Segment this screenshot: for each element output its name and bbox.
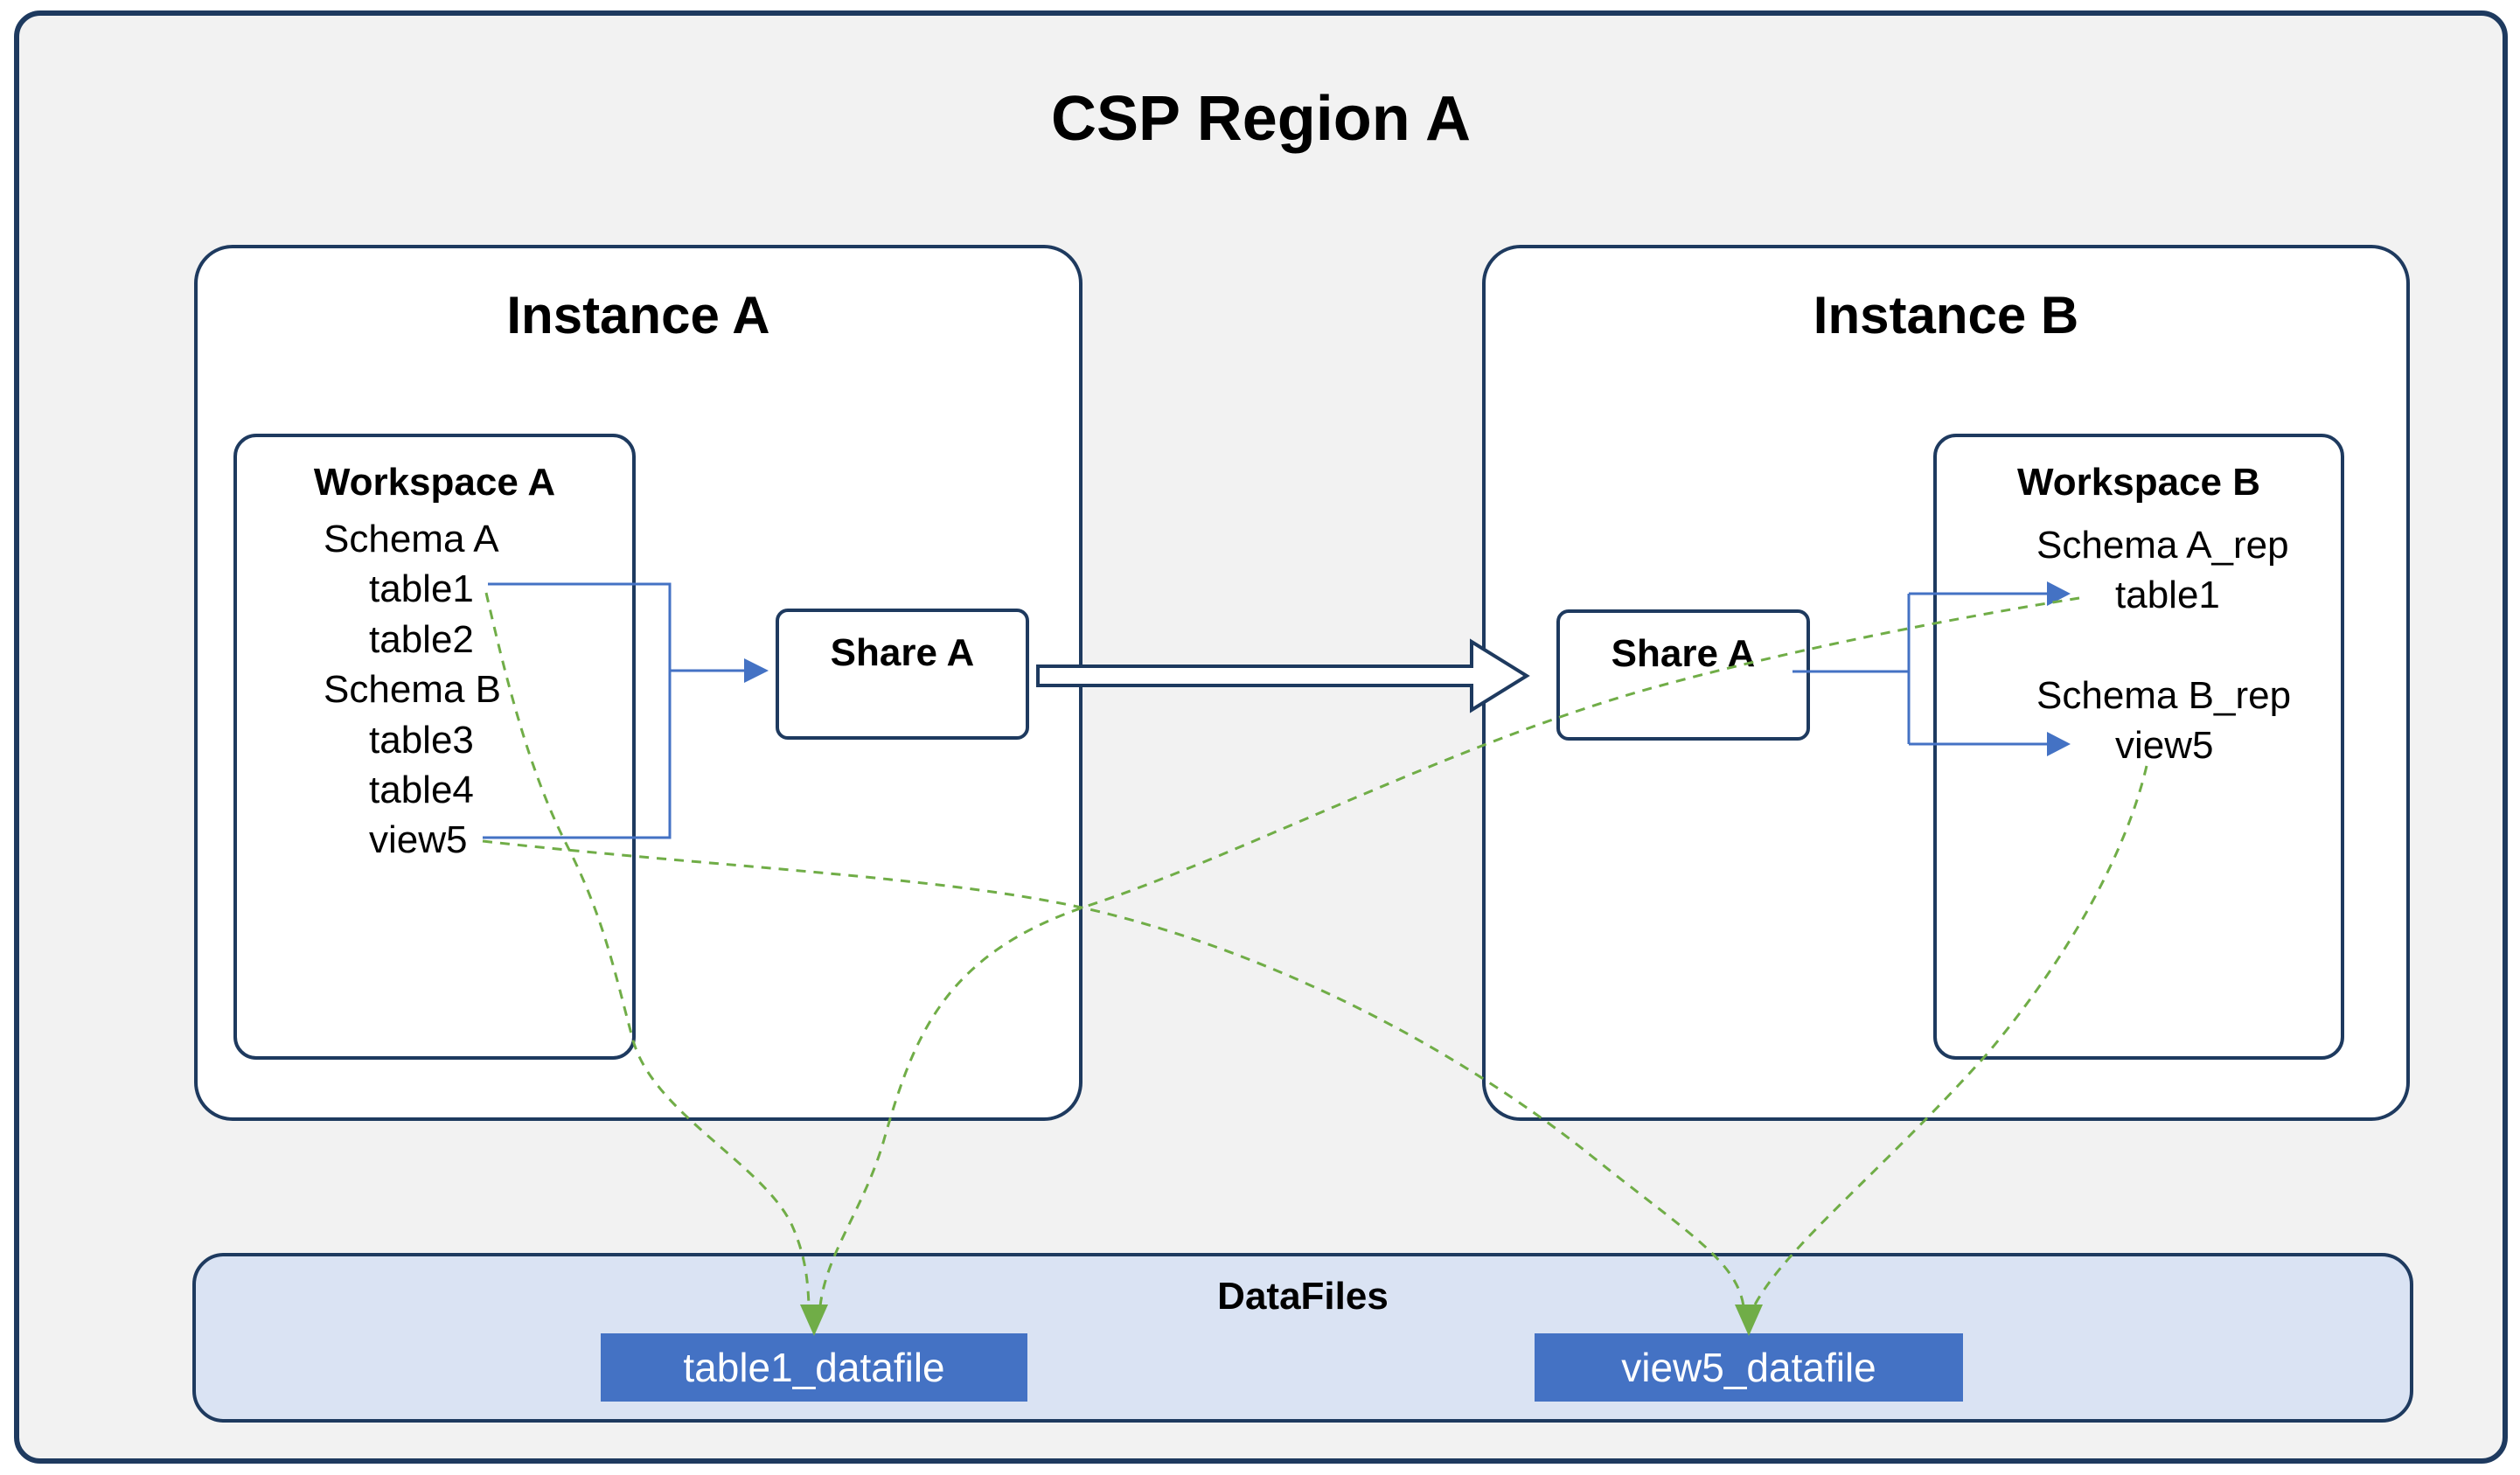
table1-datafile-box: table1_datafile: [601, 1333, 1027, 1402]
instance-b-box: Instance B Share A Workspace B Schema A_…: [1482, 245, 2410, 1121]
list-item-schema-b-rep: Schema B_rep: [2036, 674, 2292, 717]
list-item-table3: table3: [369, 718, 474, 762]
workspace-a-box: Workspace A Schema A table1 table2 Schem…: [233, 434, 636, 1060]
list-item-view5: view5: [369, 818, 468, 862]
workspace-a-list: Schema A table1 table2 Schema B table3 t…: [237, 514, 632, 866]
workspace-b-title: Workspace B: [2017, 461, 2260, 504]
view5-datafile-label: view5_datafile: [1621, 1345, 1876, 1390]
share-a-label-instance-a: Share A: [830, 631, 975, 674]
datafiles-band: DataFiles table1_datafile view5_datafile: [192, 1253, 2413, 1423]
list-item-table1: table1: [369, 567, 474, 611]
list-item-schema-b: Schema B: [324, 668, 501, 712]
instance-a-title: Instance A: [506, 286, 770, 344]
list-item-table2: table2: [369, 617, 474, 661]
view5-datafile-box: view5_datafile: [1535, 1333, 1963, 1402]
share-a-box-instance-a: Share A: [776, 609, 1029, 740]
list-item-table4: table4: [369, 768, 474, 811]
page-title: CSP Region A: [1050, 84, 1472, 154]
instance-b-title: Instance B: [1813, 286, 2079, 344]
table1-datafile-label: table1_datafile: [683, 1345, 945, 1390]
share-a-box-instance-b: Share A: [1556, 609, 1810, 741]
share-a-label-instance-b: Share A: [1611, 632, 1756, 675]
list-item-table1-rep: table1: [2115, 574, 2220, 616]
list-item-schema-a-rep: Schema A_rep: [2036, 524, 2289, 567]
workspace-a-title: Workspace A: [313, 461, 556, 504]
csp-region-box: CSP Region A Instance A Workspace A Sche…: [14, 10, 2508, 1464]
instance-a-box: Instance A Workspace A Schema A table1 t…: [194, 245, 1082, 1121]
datafiles-title: DataFiles: [1217, 1275, 1389, 1318]
list-item-view5-rep: view5: [2115, 724, 2214, 767]
list-item-schema-a: Schema A: [324, 518, 499, 560]
workspace-b-box: Workspace B Schema A_rep table1 Schema B…: [1933, 434, 2344, 1060]
